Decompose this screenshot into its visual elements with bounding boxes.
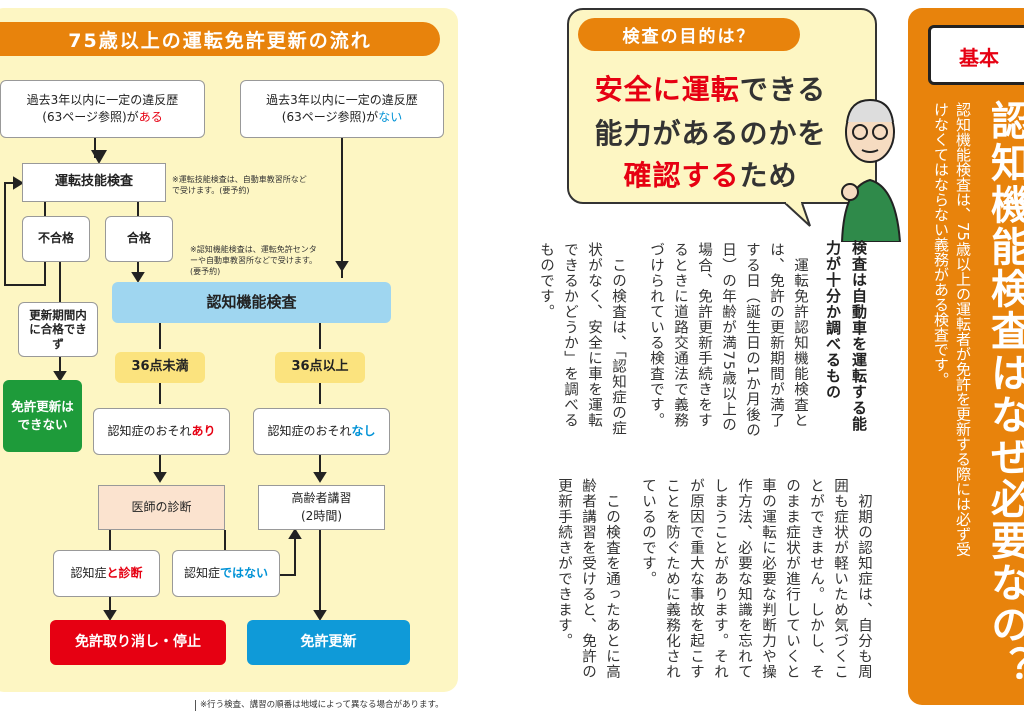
- purpose-tag: 検査の目的は？: [578, 18, 800, 51]
- side-title-panel: [908, 8, 1024, 705]
- fail-box: 不合格: [22, 216, 90, 262]
- highlight: 確認する: [623, 159, 740, 192]
- highlight: と診断: [106, 565, 143, 580]
- purpose-line-3: 確認するため: [578, 154, 843, 194]
- pass-box: 合格: [105, 216, 173, 262]
- highlight: あり: [191, 423, 216, 438]
- article-paragraph-2: この検査は、「認知症の症状がなく、安全に車を運転できるかどうか」を調べるものです…: [538, 242, 626, 437]
- basic-tag: 基本: [928, 25, 1024, 85]
- article-heading: 検査は自動車を運転する能力が十分か調べるもの: [824, 240, 868, 432]
- cognitive-test-box: 認知機能検査: [112, 282, 391, 323]
- label: 過去3年以内に一定の違反歴: [26, 92, 179, 107]
- side-subtitle: 認知機能検査は、75歳以上の運転者が免許を更新する際には必ず受けなくてはならない…: [932, 102, 972, 557]
- label: できる: [739, 73, 827, 106]
- label: 認知症: [70, 565, 107, 580]
- under-36-box: 36点未満: [115, 352, 205, 383]
- label: (2時間): [301, 508, 342, 523]
- driving-test-box: 運転技能検査: [22, 163, 166, 202]
- highlight: なし: [351, 423, 376, 438]
- article-paragraph-1: 運転免許認知機能検査とは、免許の更新期間が満了する日（誕生日の1か月後の日）の年…: [648, 242, 808, 439]
- risk-yes-box: 認知症のおそれあり: [93, 408, 230, 455]
- label: 過去3年以内に一定の違反歴: [266, 92, 418, 107]
- label: 認知症: [183, 565, 220, 580]
- not-diagnosed-box: 認知症ではない: [172, 550, 280, 597]
- over-36-box: 36点以上: [275, 352, 365, 383]
- no-renewal-box: 免許更新はできない: [3, 380, 82, 452]
- side-title: 認知機能検査はなぜ必要なの？: [984, 100, 1024, 688]
- label: 認知症のおそれ: [107, 423, 192, 438]
- highlight: ない: [378, 110, 403, 124]
- cannot-pass-box: 更新期間内に合格できず: [18, 302, 98, 357]
- article-paragraph-4: この検査を通ったあとに高齢者講習を受けると、免許の更新手続きができます。: [556, 478, 620, 680]
- highlight: ある: [138, 110, 163, 124]
- label: 認知症のおそれ: [267, 423, 352, 438]
- risk-no-box: 認知症のおそれなし: [253, 408, 390, 455]
- label: (63ページ参照)が: [42, 110, 139, 124]
- bubble-tail: [784, 200, 811, 227]
- doctor-diagnosis-box: 医師の診断: [98, 485, 225, 530]
- highlight: ではない: [220, 565, 269, 580]
- label: 高齢者講習: [291, 491, 352, 506]
- label: (63ページ参照)が: [281, 110, 379, 124]
- footnote: ※行う検査、講習の順番は地域によって異なる場合があります。: [195, 700, 444, 712]
- purpose-line-1: 安全に運転できる: [578, 68, 843, 108]
- cognitive-test-note: ※認知機能検査は、運転免許センターや自動車教習所などで受けます。(要予約): [190, 245, 318, 276]
- highlight: 安全に運転: [594, 73, 740, 106]
- flowchart-title: 75歳以上の運転免許更新の流れ: [0, 22, 440, 56]
- purpose-line-2: 能力があるのかを: [594, 117, 827, 150]
- revoke-box: 免許取り消し・停止: [50, 620, 226, 665]
- renew-box: 免許更新: [247, 620, 410, 665]
- elderly-man-illustration: [840, 98, 902, 242]
- violation-yes-box: 過去3年以内に一定の違反歴 (63ページ参照)がある: [0, 80, 205, 138]
- article-paragraph-3: 初期の認知症は、自分も周囲も症状が軽いため気づくことができません。しかし、そのま…: [640, 478, 872, 680]
- flow-connectors: [4, 138, 349, 621]
- diagnosed-box: 認知症と診断: [53, 550, 160, 597]
- violation-no-box: 過去3年以内に一定の違反歴 (63ページ参照)がない: [240, 80, 444, 138]
- label: ため: [739, 159, 798, 192]
- driving-test-note: ※運転技能検査は、自動車教習所などで受けます。(要予約): [172, 175, 307, 195]
- lecture-box: 高齢者講習 (2時間): [258, 485, 385, 530]
